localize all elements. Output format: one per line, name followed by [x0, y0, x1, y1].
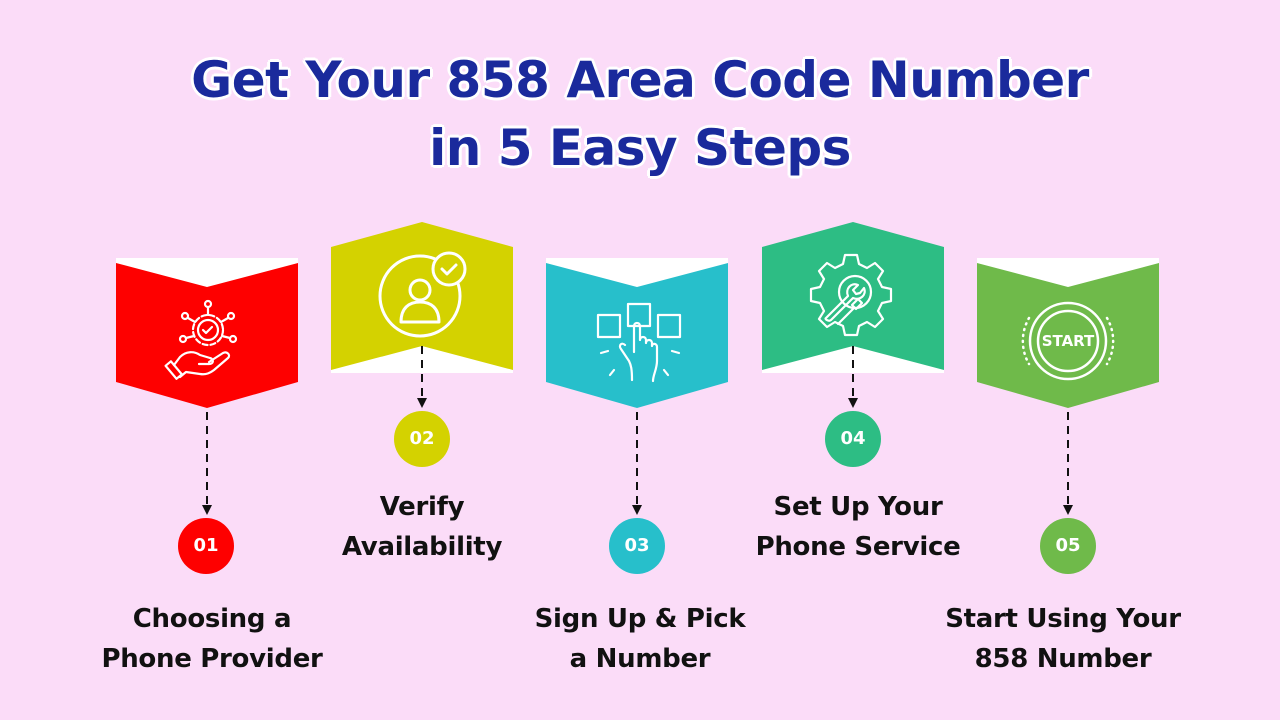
step-3-label-line-1: Sign Up & Pick	[534, 604, 746, 634]
step-1-label-line-2: Phone Provider	[101, 644, 323, 674]
step-2-number-badge: 02	[394, 411, 450, 467]
step-2-label-line-1: Verify	[379, 492, 465, 522]
step-1-label-line-1: Choosing a	[132, 604, 292, 634]
step-3-label-line-2: a Number	[569, 644, 711, 674]
page-title-line-2: in 5 Easy Steps	[429, 119, 851, 177]
user-verified-icon	[378, 251, 467, 338]
step-2-label: Verify Availability	[282, 487, 562, 567]
step-5-banner	[977, 258, 1159, 408]
step-1-number-badge: 01	[178, 518, 234, 574]
step-5-number-badge: 05	[1040, 518, 1096, 574]
step-4-label-line-2: Phone Service	[755, 532, 961, 562]
step-1-banner	[116, 258, 298, 408]
step-5-label-line-1: Start Using Your	[945, 604, 1181, 634]
step-4-label: Set Up Your Phone Service	[718, 487, 998, 567]
start-button-icon	[1021, 301, 1115, 381]
step-3-banner	[546, 258, 728, 408]
step-3-number-badge: 03	[609, 518, 665, 574]
step-5-label-line-2: 858 Number	[974, 644, 1152, 674]
gear-tools-icon	[809, 253, 893, 337]
step-4-label-line-1: Set Up Your	[773, 492, 943, 522]
start-icon-text: START	[1041, 332, 1095, 350]
page-title-line-1: Get Your 858 Area Code Number	[191, 51, 1089, 109]
step-4-number-badge: 04	[825, 411, 881, 467]
step-2-label-line-2: Availability	[341, 532, 503, 562]
hand-select-box-icon	[596, 302, 682, 383]
step-3-label: Sign Up & Pick a Number	[500, 599, 780, 679]
hand-gear-check-icon	[164, 299, 238, 380]
step-1-label: Choosing a Phone Provider	[72, 599, 352, 679]
step-5-label: Start Using Your 858 Number	[923, 599, 1203, 679]
